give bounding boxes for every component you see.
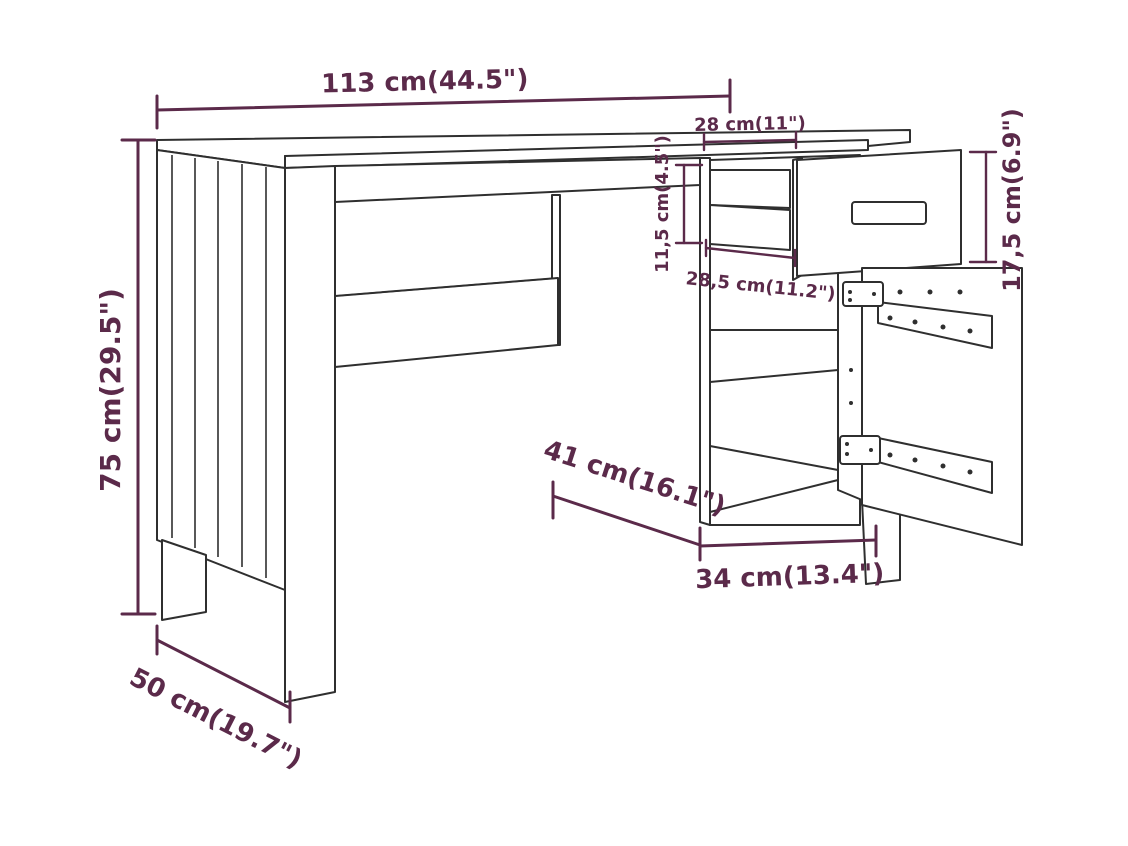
drawer-rail-lower xyxy=(709,204,791,251)
cabinet-left-side xyxy=(699,157,711,526)
back-left-leg xyxy=(161,539,207,621)
front-left-leg xyxy=(284,165,336,703)
door-holes xyxy=(887,289,973,475)
lower-hinge xyxy=(839,435,881,465)
drawer-rail-upper xyxy=(709,169,791,209)
panel-grooves xyxy=(171,155,267,578)
upper-hinge xyxy=(842,281,884,307)
dimension-lines xyxy=(120,78,998,724)
drawer-handle xyxy=(851,201,927,225)
middle-stretcher xyxy=(334,277,559,368)
desk-illustration xyxy=(156,129,1023,703)
height-label: 75 cm(29.5") xyxy=(94,288,127,492)
width-label: 113 cm(44.5") xyxy=(321,64,529,99)
drawer-front-height-label: 17,5 cm(6.9") xyxy=(998,108,1026,292)
cabinet-width-label: 34 cm(13.4") xyxy=(695,559,885,596)
door-batten-upper xyxy=(877,301,993,349)
drawer-inner-height-label: 11,5 cm(4.5") xyxy=(652,135,673,273)
drawer-width-label: 28 cm(11") xyxy=(694,113,806,136)
depth-label: 50 cm(19.7") xyxy=(125,663,307,776)
front-apron xyxy=(334,157,701,203)
desk-top-front-edge xyxy=(284,139,869,169)
